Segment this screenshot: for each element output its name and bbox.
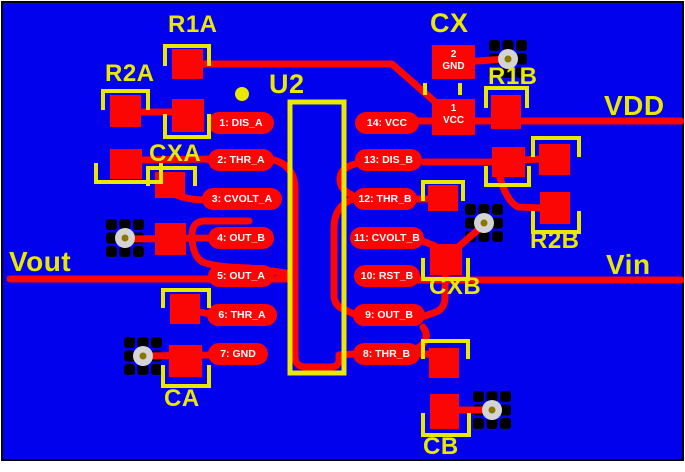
- label-cxb[interactable]: CXB: [429, 273, 482, 300]
- pin-3-cvolt-a[interactable]: 3: CVOLT_A: [202, 188, 282, 210]
- label-cb[interactable]: CB: [423, 433, 459, 460]
- pad-cxb-2[interactable]: [430, 244, 462, 275]
- pad-ca-1[interactable]: [170, 294, 200, 324]
- pad-r1b-2[interactable]: [492, 147, 525, 177]
- pin-8-thr-b[interactable]: 8: THR_B: [353, 343, 420, 365]
- pad-r2a-1[interactable]: [110, 95, 141, 127]
- pin-14-vcc[interactable]: 14: VCC: [355, 112, 419, 134]
- label-cxa[interactable]: CXA: [149, 140, 202, 167]
- trace-r1b-r2b-bot[interactable]: [495, 170, 548, 212]
- label-u2[interactable]: U2: [269, 69, 305, 99]
- u2-pin1-dot: [235, 87, 249, 101]
- pad-r1a-2[interactable]: [172, 99, 204, 132]
- pin-5-out-a[interactable]: 5: OUT_A: [208, 265, 274, 287]
- pin-10-rst-b[interactable]: 10: RST_B: [354, 265, 420, 287]
- pad-cb-2[interactable]: [430, 394, 459, 429]
- label-vdd[interactable]: VDD: [604, 90, 665, 121]
- label-r1b[interactable]: R1B: [488, 63, 538, 90]
- pin-1-dis-a[interactable]: 1: DIS_A: [208, 112, 274, 134]
- pad-out-b[interactable]: [155, 223, 186, 255]
- label-vout[interactable]: Vout: [9, 246, 72, 277]
- label-vin[interactable]: Vin: [606, 249, 651, 280]
- pin-2-thr-a[interactable]: 2: THR_A: [208, 149, 274, 171]
- label-r1a[interactable]: R1A: [168, 11, 218, 38]
- label-ca[interactable]: CA: [164, 385, 200, 412]
- label-r2b[interactable]: R2B: [530, 227, 580, 254]
- via[interactable]: [133, 346, 153, 366]
- via[interactable]: [474, 213, 494, 233]
- pad-ca-2[interactable]: [169, 345, 202, 377]
- pin-13-dis-b[interactable]: 13: DIS_B: [355, 149, 422, 171]
- pad-r2a-2[interactable]: [110, 149, 142, 179]
- pad-cxa[interactable]: [155, 172, 185, 198]
- label-r2a[interactable]: R2A: [105, 60, 155, 87]
- trace-inner-pin2-pin8[interactable]: [270, 156, 358, 371]
- silk-cx-tick-right: [458, 83, 462, 95]
- via-clearance: [473, 391, 511, 429]
- via[interactable]: [482, 400, 502, 420]
- via-clearance: [124, 337, 162, 375]
- pin-4-out-b[interactable]: 4: OUT_B: [208, 227, 274, 249]
- pin-9-out-b[interactable]: 9: OUT_B: [353, 304, 425, 326]
- pad-r1b-1[interactable]: [491, 95, 521, 129]
- pin-6-thr-a[interactable]: 6: THR_A: [207, 304, 277, 326]
- trace-r1a-to-vcc[interactable]: [198, 60, 438, 105]
- silk-cx-tick-left: [423, 83, 427, 95]
- pad-r2b-1[interactable]: [539, 144, 570, 175]
- label-cx[interactable]: CX: [430, 8, 469, 38]
- pad-r1a-1[interactable]: [172, 49, 203, 79]
- trace-pin13-curve[interactable]: [336, 160, 359, 199]
- pin-7-gnd[interactable]: 7: GND: [208, 343, 268, 365]
- trace-inner-pin12-pin9[interactable]: [330, 195, 358, 318]
- via[interactable]: [115, 228, 135, 248]
- u2-ic-outline: [287, 99, 347, 376]
- pad-cb-1[interactable]: [429, 348, 459, 378]
- pad-r2b-2[interactable]: [540, 192, 570, 224]
- via-clearance: [106, 219, 144, 257]
- pin-12-thr-b[interactable]: 12: THR_B: [353, 188, 417, 210]
- pin-11-cvolt-b[interactable]: 11: CVOLT_B: [350, 227, 424, 249]
- pad-cxb-1[interactable]: [428, 185, 458, 211]
- via-clearance: [465, 204, 503, 242]
